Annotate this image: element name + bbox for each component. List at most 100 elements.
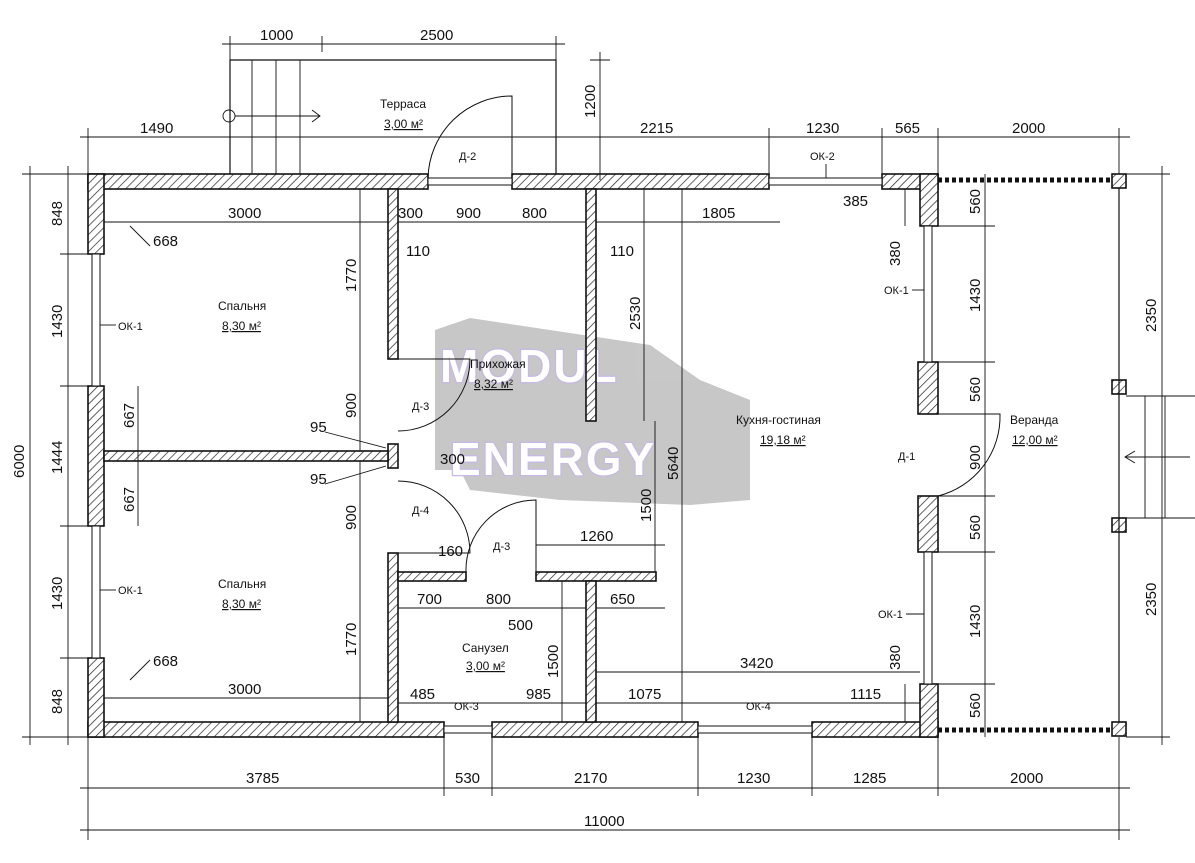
wall-int-bath-top-left [397,571,467,582]
dim-inner-3000-top: 3000 [228,205,261,222]
dim-inner-700: 700 [417,591,442,608]
dim-inner-95-top: 95 [310,419,327,436]
dim-bottom-1230: 1230 [737,770,770,787]
room-area-bathroom: 3,00 м² [466,659,505,673]
window-ok2 [768,177,883,186]
wall-right-1 [919,173,939,227]
dim-inner-2530: 2530 [627,297,644,330]
wall-int-hall-kitchen [585,188,597,422]
wall-top-left [87,173,429,190]
dim-veranda-1430-2: 1430 [967,605,984,638]
dim-bottom-11000: 11000 [584,813,625,830]
dim-left-1430-top: 1430 [49,305,66,338]
dim-top-2000: 2000 [1012,120,1045,137]
wall-bottom-mid [491,721,699,738]
room-name-bedroom-top: Спальня [218,299,266,313]
veranda-post-bottom [1111,721,1127,737]
dim-inner-900: 900 [456,205,481,222]
dim-veranda-560-1: 560 [967,189,984,214]
wall-int-bedrooms [103,450,389,462]
stair-start-icon [222,109,236,123]
dim-inner-1500-hall: 1500 [638,489,655,522]
dim-inner-110-left: 110 [406,243,430,260]
dimension-lines [22,36,1170,840]
door-d2-opening [427,177,513,186]
walls [87,173,1127,738]
dim-inner-3420: 3420 [740,655,773,672]
mark-d3-bath: Д-3 [493,541,510,553]
dim-inner-985: 985 [526,686,551,703]
dim-inner-668-bottom: 668 [153,653,178,670]
room-name-veranda: Веранда [1010,413,1059,427]
wall-left-2 [87,385,105,527]
dim-inner-300-top: 300 [398,205,423,222]
room-area-terrace: 3,00 м² [384,117,423,131]
dim-bottom-530: 530 [455,770,480,787]
dim-left-848-top: 848 [49,201,66,226]
watermark-line2: ENERGY [450,433,656,485]
dimension-labels: 1000 2500 1490 1200 2215 1230 565 2000 3… [11,27,1160,830]
veranda-post-top [1111,173,1127,189]
wall-left-3 [87,657,105,738]
room-name-hall: Прихожая [470,357,526,371]
door-d2-swing [427,95,513,179]
door-d3-bath-swing [465,499,537,573]
dim-right-2350-bottom: 2350 [1143,583,1160,616]
mark-d4: Д-4 [412,505,429,517]
dim-top-1200: 1200 [582,85,599,118]
opening-marks: ОК-1 ОК-1 ОК-1 ОК-1 ОК-2 ОК-3 ОК-4 Д-2 Д… [100,151,924,713]
dim-inner-5640: 5640 [665,447,682,480]
wall-right-2 [917,361,939,415]
dim-inner-650: 650 [610,591,635,608]
wall-top-mid [511,173,770,190]
room-name-bedroom-bottom: Спальня [218,577,266,591]
dim-inner-800: 800 [522,205,547,222]
room-area-kitchen: 19,18 м² [760,433,806,447]
room-area-bedroom-top: 8,30 м² [222,319,261,333]
mark-d1: Д-1 [898,451,915,463]
dim-inner-3000-bottom: 3000 [228,681,261,698]
wall-bottom-right [811,721,939,738]
wall-right-3 [917,495,939,553]
dim-385: 385 [843,193,868,210]
dim-inner-500: 500 [508,617,533,634]
watermark-logo: MODUL ENERGY [435,318,750,505]
window-ok1-left-bottom [91,525,101,659]
window-ok1-right-bottom [923,551,933,685]
wall-int-mid-stub [387,443,399,469]
window-ok1-left-top [91,253,101,387]
dim-inner-667-top: 667 [121,403,138,428]
wall-int-bedroom-hall-upper [387,188,399,360]
door-d1-swing [937,413,1001,497]
terrace-outline [229,59,557,174]
dim-right-2350-top: 2350 [1143,299,1160,332]
window-ok4 [697,725,813,734]
wall-right-4 [919,683,939,738]
mark-d3-upper: Д-3 [412,401,429,413]
window-ok1-right-top [923,225,933,363]
dim-inner-95-bottom: 95 [310,471,327,488]
dim-left-1430-bottom: 1430 [49,577,66,610]
dim-inner-1805: 1805 [702,205,735,222]
mark-ok4: ОК-4 [746,701,771,713]
dim-top-1490: 1490 [140,120,173,137]
room-area-bedroom-bottom: 8,30 м² [222,597,261,611]
dim-inner-160: 160 [438,543,463,560]
room-name-kitchen: Кухня-гостиная [736,413,821,427]
dim-veranda-900: 900 [967,445,984,470]
dim-inner-1770-top: 1770 [343,259,360,292]
dim-380-bottom: 380 [887,645,904,670]
dim-inner-300-mid: 300 [440,451,465,468]
dim-bottom-3785: 3785 [246,770,279,787]
dim-bottom-2000: 2000 [1010,770,1043,787]
dim-inner-1115: 1115 [850,686,881,703]
mark-d2: Д-2 [459,151,476,163]
dim-left-1444: 1444 [49,441,66,474]
dim-inner-110-right: 110 [610,243,634,260]
dim-inner-800-bath: 800 [486,591,511,608]
dim-top-1230: 1230 [806,120,839,137]
room-name-terrace: Терраса [380,97,426,111]
dim-top-2500: 2500 [420,27,453,44]
dim-inner-668-top: 668 [153,233,178,250]
room-area-hall: 8,32 м² [474,377,513,391]
